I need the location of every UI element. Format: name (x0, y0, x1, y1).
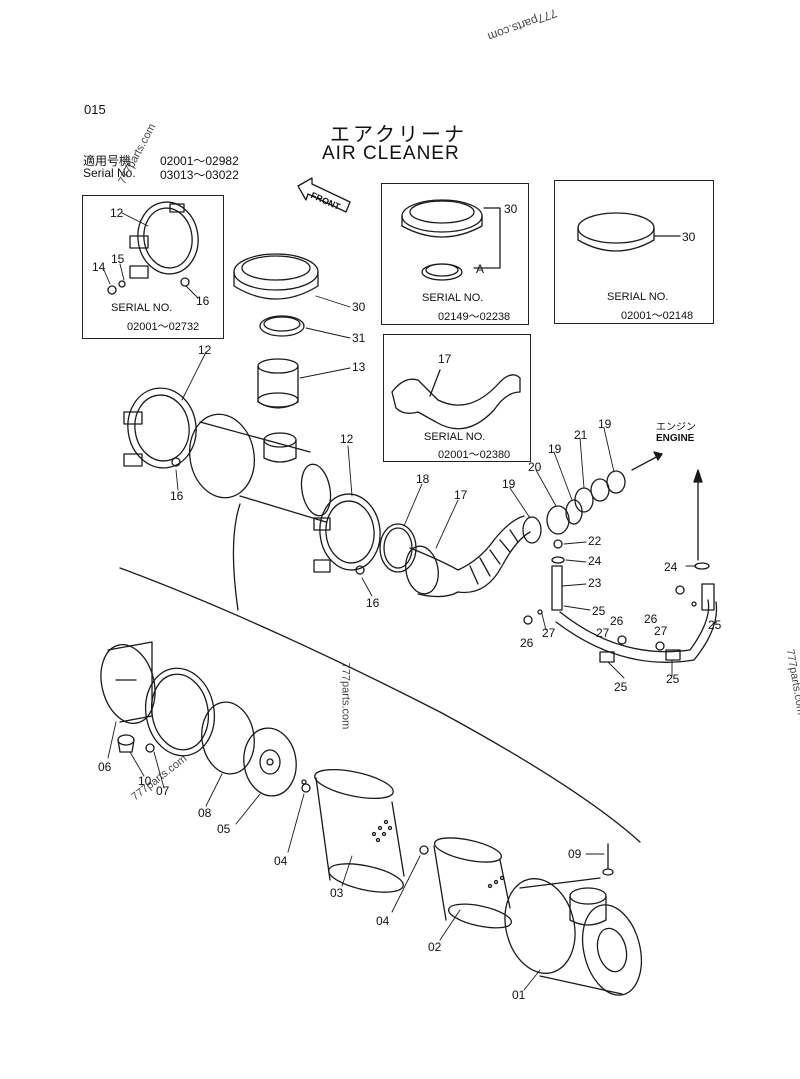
callout-10: 10 (138, 774, 152, 788)
engine-label-japanese: エンジン (656, 422, 696, 433)
callout-08: 08 (198, 806, 212, 820)
callout-19: 19 (502, 477, 516, 491)
callout-a: A (476, 262, 485, 276)
inset-box-heading: SERIAL NO. (424, 431, 486, 443)
inset-box-range: 02001～02732 (127, 321, 200, 333)
engine-arrow-icon (631, 451, 703, 561)
callout-16: 16 (170, 489, 184, 503)
watermark: 777parts.com (339, 662, 352, 730)
serial-label-japanese: 適用号機 (83, 154, 132, 168)
inset-clamp-drawing (107, 201, 199, 295)
callout-27: 27 (654, 624, 668, 638)
callout-17: 17 (454, 488, 468, 502)
callout-17: 17 (438, 352, 452, 366)
callout-20: 20 (528, 460, 542, 474)
inset-box-heading: SERIAL NO. (607, 291, 669, 303)
inset-box-heading: SERIAL NO. (422, 292, 484, 304)
lower-section-outline (119, 567, 641, 843)
upper-assembly-drawing (123, 253, 718, 663)
callout-03: 03 (330, 886, 344, 900)
front-arrow-icon (297, 177, 351, 213)
inset-box-serial-02001-02732: SERIAL NO. 02001～02732 (82, 195, 224, 339)
callout-02: 02 (428, 940, 442, 954)
callout-27: 27 (596, 626, 610, 640)
callout-24: 24 (588, 554, 602, 568)
callout-30: 30 (682, 230, 696, 244)
callout-24: 24 (664, 560, 678, 574)
callout-25: 25 (666, 672, 680, 686)
callout-16: 16 (366, 596, 380, 610)
callout-25: 25 (592, 604, 606, 618)
engine-label: ENGINE (656, 433, 695, 444)
inset-cap-a-drawing (401, 199, 501, 281)
callout-19: 19 (598, 417, 612, 431)
callout-18: 18 (416, 472, 430, 486)
inset-hose-drawing (391, 369, 521, 430)
callout-01: 01 (512, 988, 526, 1002)
callout-12: 12 (340, 432, 354, 446)
callout-12: 12 (198, 343, 212, 357)
callout-12: 12 (110, 206, 124, 220)
inset-box-serial-02149-02238: SERIAL NO. 02149～02238 (381, 183, 529, 325)
callout-31: 31 (352, 331, 366, 345)
callout-16: 16 (196, 294, 210, 308)
page-title: AIR CLEANER (322, 143, 460, 164)
page-number: 015 (84, 102, 106, 117)
inset-box-serial-02001-02148: SERIAL NO. 02001～02148 (554, 180, 714, 324)
housing-outline (232, 503, 241, 611)
callout-13: 13 (352, 360, 366, 374)
callout-06: 06 (98, 760, 112, 774)
callout-30: 30 (352, 300, 366, 314)
callout-19: 19 (548, 442, 562, 456)
inset-cap-b-drawing (577, 212, 681, 252)
serial-label: Serial No. (83, 166, 136, 180)
callout-22: 22 (588, 534, 602, 548)
callout-26: 26 (610, 614, 624, 628)
callout-21: 21 (574, 428, 588, 442)
serial-range-2: 03013～03022 (160, 168, 239, 182)
page-title-japanese: エアクリーナ (330, 124, 467, 146)
callout-30: 30 (504, 202, 518, 216)
callout-25: 25 (614, 680, 628, 694)
callout-15: 15 (111, 252, 125, 266)
inset-box-serial-02001-02380: SERIAL NO. 02001～02380 (383, 334, 531, 462)
inset-box-range: 02001～02380 (438, 449, 511, 461)
lower-assembly-drawing (100, 641, 643, 996)
callout-26: 26 (644, 612, 658, 626)
leader-lines (103, 212, 697, 991)
inset-box-range: 02149～02238 (438, 311, 511, 323)
callout-14: 14 (92, 260, 106, 274)
callout-26: 26 (520, 636, 534, 650)
callout-09: 09 (568, 847, 582, 861)
inset-box-range: 02001～02148 (621, 310, 694, 322)
callout-05: 05 (217, 822, 231, 836)
callout-27: 27 (542, 626, 556, 640)
callout-04: 04 (274, 854, 288, 868)
callout-25: 25 (708, 618, 722, 632)
inset-box-heading: SERIAL NO. (111, 302, 173, 314)
callout-23: 23 (588, 576, 602, 590)
callout-07: 07 (156, 784, 170, 798)
serial-range-1: 02001～02982 (160, 154, 239, 168)
callout-04: 04 (376, 914, 390, 928)
